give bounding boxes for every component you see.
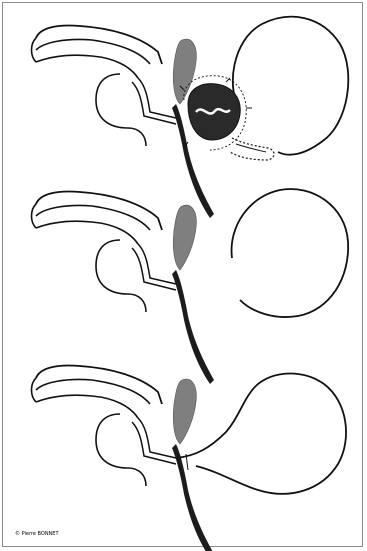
- panel-1: [32, 17, 349, 218]
- panel-2: [32, 189, 349, 384]
- bladder-outline-2: [232, 189, 349, 317]
- bladder-outline-3: [176, 374, 346, 494]
- copyright-label: © Pierre BONNET: [15, 531, 59, 537]
- panel-3: [32, 366, 347, 551]
- bladder-outline-1: [233, 17, 349, 155]
